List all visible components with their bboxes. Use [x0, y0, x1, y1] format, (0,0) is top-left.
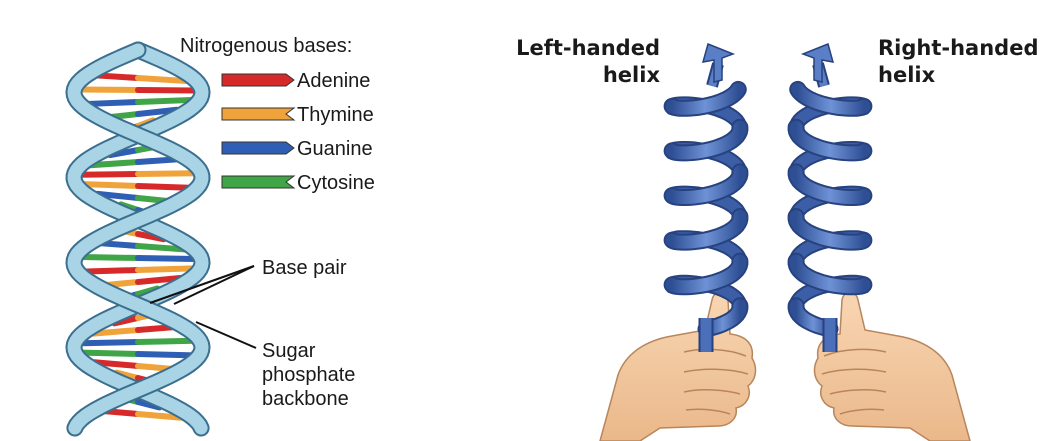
base-segment — [135, 106, 180, 117]
base-segment — [135, 75, 191, 85]
left-handed-coil — [663, 62, 749, 352]
base-segment — [135, 265, 197, 273]
coil-ribbon — [789, 120, 871, 160]
coil-ribbon — [789, 299, 837, 336]
base-segment — [135, 411, 185, 421]
left-helix-label-line1: Left-handed — [516, 36, 660, 60]
legend-label: Cytosine — [297, 172, 375, 194]
callouts: Base pair Sugar phosphate backbone — [149, 257, 355, 410]
legend-label: Guanine — [297, 138, 373, 160]
coil-ribbon — [789, 254, 871, 294]
base-segment — [135, 275, 184, 285]
base-segment — [91, 359, 141, 369]
base-segment — [135, 351, 198, 359]
backbone-strand-b — [67, 43, 209, 435]
legend-label: Thymine — [297, 104, 374, 126]
legend-item-thymine: Thymine — [221, 104, 374, 126]
base-segment — [135, 243, 188, 253]
coil-ribbon — [791, 82, 871, 115]
base-segment — [80, 181, 141, 189]
backbone-strand-a — [67, 43, 209, 435]
legend-label: Adenine — [297, 70, 370, 92]
coil-front — [787, 80, 873, 338]
coil-ribbon — [699, 299, 747, 336]
coil-ribbon — [665, 120, 747, 160]
left-coil-arrowhead — [701, 42, 736, 83]
dna-double-helix — [65, 41, 211, 437]
base-segment — [94, 190, 141, 201]
bases-legend: Nitrogenous bases: AdenineThymineGuanine… — [180, 35, 375, 194]
backbone-label-line2: phosphate — [262, 364, 355, 386]
base-segment — [135, 255, 199, 262]
legend-item-adenine: Adenine — [221, 70, 370, 92]
sugar-phosphate-strands — [65, 41, 211, 437]
coil-ribbon — [665, 254, 747, 294]
base-segment — [78, 349, 141, 357]
base-pair-leader-2 — [173, 265, 255, 305]
backbone-leader — [195, 321, 257, 349]
base-segment — [135, 183, 196, 191]
base-segment — [80, 99, 141, 108]
base-segment — [77, 171, 141, 178]
base-pair-label: Base pair — [262, 257, 347, 279]
coil-ribbon — [665, 165, 747, 204]
coil-front — [663, 80, 749, 338]
coil-ribbon — [789, 165, 871, 204]
base-segment — [87, 159, 141, 169]
right-coil-arrowhead — [800, 42, 835, 83]
base-segment — [135, 170, 199, 177]
backbone-label-line1: Sugar — [262, 340, 316, 362]
right-helix-label-line1: Right-handed — [878, 36, 1038, 60]
right-handed-coil — [787, 62, 873, 352]
backbone-label-line3: backbone — [262, 388, 349, 410]
legend-swatch — [221, 141, 295, 155]
coil-ribbon — [665, 82, 745, 115]
handedness-labels: Left-handed helix Right-handed helix — [516, 36, 1038, 87]
legend-item-cytosine: Cytosine — [221, 172, 375, 194]
base-segment — [77, 86, 141, 93]
base-segment — [78, 339, 141, 347]
base-segment — [135, 87, 199, 94]
legend-swatch — [221, 73, 295, 87]
legend-swatch — [221, 175, 296, 189]
base-segment — [77, 254, 141, 261]
base-pair-leader-1 — [149, 265, 255, 304]
right-helix-label-line2: helix — [878, 63, 936, 87]
bases-heading: Nitrogenous bases: — [180, 35, 352, 57]
legend-swatch — [221, 107, 296, 121]
base-segment — [89, 327, 141, 337]
right-hand — [813, 291, 971, 441]
base-segment — [79, 267, 141, 275]
base-segment — [135, 337, 198, 345]
left-helix-label-line2: helix — [603, 63, 661, 87]
coil-ribbon — [665, 210, 747, 249]
legend-item-guanine: Guanine — [221, 138, 373, 160]
base-segment — [135, 96, 196, 105]
coil-ribbon — [789, 210, 871, 249]
